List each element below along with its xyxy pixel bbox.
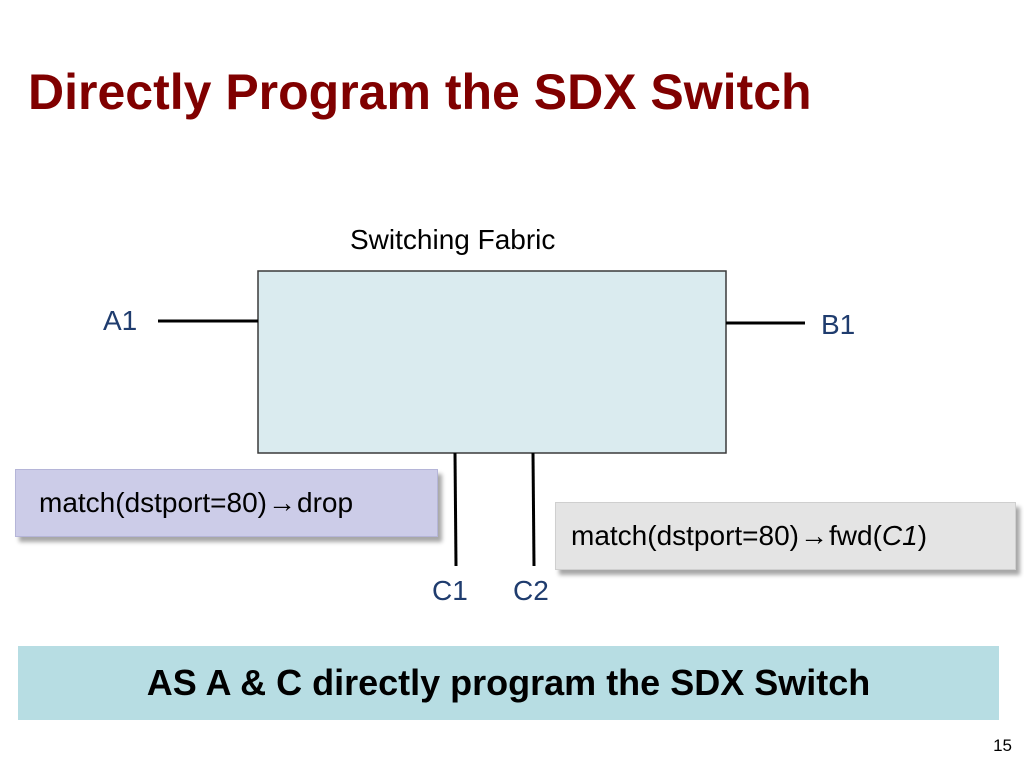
slide-title: Directly Program the SDX Switch <box>28 64 812 120</box>
link-c1 <box>453 452 458 567</box>
rule-a-match: match(dstport=80) <box>39 487 267 518</box>
port-label-a1: A1 <box>103 305 138 336</box>
summary-banner: AS A & C directly program the SDX Switch <box>18 646 999 720</box>
switching-fabric-box <box>257 270 727 454</box>
arrow-right-icon: → <box>268 487 296 518</box>
arrow-right-icon: → <box>800 520 828 551</box>
rule-c-action-prefix: fwd( <box>829 520 882 551</box>
link-c2 <box>531 452 536 567</box>
summary-banner-text: AS A & C directly program the SDX Switch <box>146 662 871 703</box>
rule-c-match: match(dstport=80) <box>571 520 799 551</box>
port-label-c2: C2 <box>513 575 549 606</box>
port-label-c1: C1 <box>432 575 468 606</box>
rule-box-as-c: match(dstport=80)→fwd(C1) <box>555 502 1016 570</box>
rule-c-action-target: C1 <box>881 520 918 551</box>
switching-fabric-label: Switching Fabric <box>350 224 556 255</box>
rule-c-action-suffix: ) <box>917 520 928 551</box>
port-label-b1: B1 <box>821 309 856 340</box>
rule-box-as-a: match(dstport=80)→drop <box>15 469 438 537</box>
page-number: 15 <box>993 736 1012 755</box>
rule-a-action: drop <box>297 487 354 518</box>
